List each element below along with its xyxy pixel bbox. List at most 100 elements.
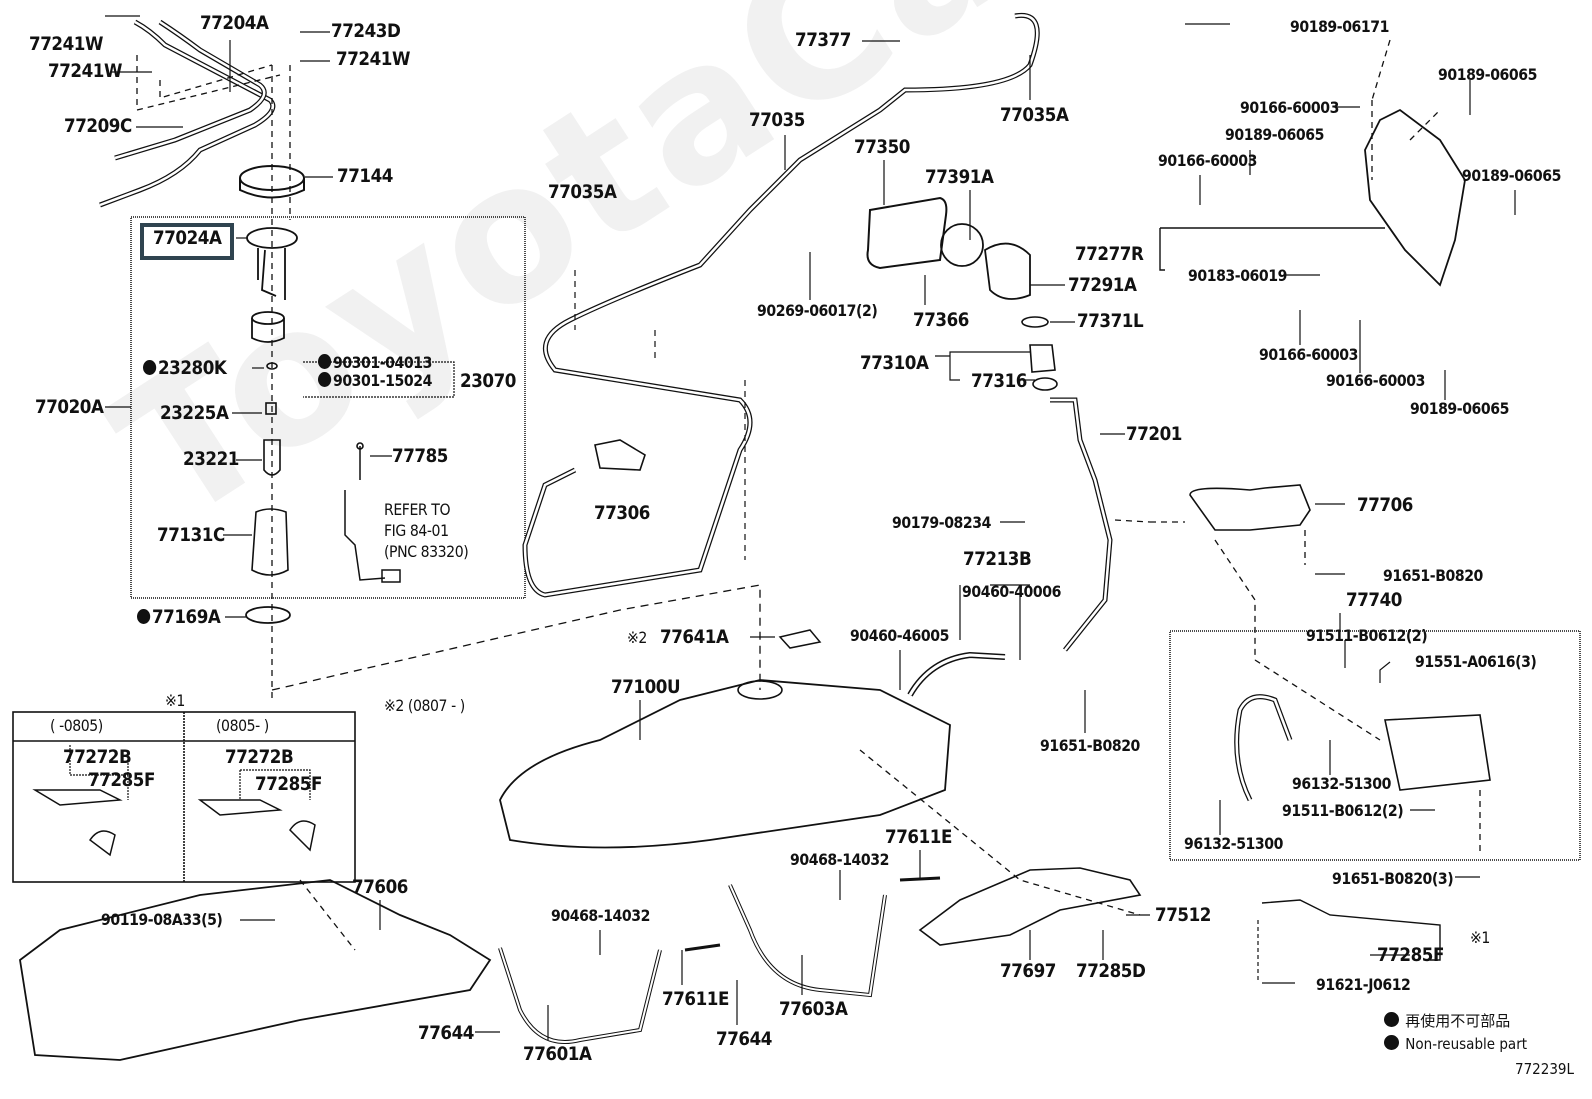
part-label[interactable]: 77241W xyxy=(48,60,122,82)
part-label[interactable]: 91511-B0612(2) xyxy=(1282,801,1404,820)
part-label[interactable]: 77291A xyxy=(1068,274,1137,296)
part-label[interactable]: 77020A xyxy=(35,396,104,418)
legend-en: Non-reusable part xyxy=(1384,1035,1527,1053)
part-label[interactable]: 77785 xyxy=(392,445,448,467)
note-2-marker: ※2 xyxy=(627,628,647,647)
part-label[interactable]: 91511-B0612(2) xyxy=(1306,626,1428,645)
part-label[interactable]: 90460-46005 xyxy=(850,626,949,645)
part-label[interactable]: 96132-51300 xyxy=(1184,834,1283,853)
part-label[interactable]: 77377 xyxy=(795,29,851,51)
non-reusable-dot-icon xyxy=(1384,1012,1399,1027)
part-label[interactable]: 96132-51300 xyxy=(1292,774,1391,793)
part-label[interactable]: 77740 xyxy=(1346,589,1402,611)
part-label[interactable]: 77144 xyxy=(337,165,393,187)
part-label[interactable]: 77316 xyxy=(971,370,1027,392)
part-label[interactable]: 77100U xyxy=(611,676,681,698)
part-label[interactable]: 90468-14032 xyxy=(551,906,650,925)
part-label[interactable]: 77285D xyxy=(1076,960,1146,982)
part-label[interactable]: 77272B xyxy=(63,746,132,768)
part-label[interactable]: 77035A xyxy=(1000,104,1069,126)
part-label[interactable]: 77512 xyxy=(1155,904,1211,926)
part-label[interactable]: 90468-14032 xyxy=(790,850,889,869)
part-label[interactable]: 77272B xyxy=(225,746,294,768)
part-label[interactable]: 90189-06171 xyxy=(1290,17,1389,36)
non-reusable-dot-icon xyxy=(318,372,332,387)
part-label[interactable]: 77035A xyxy=(548,181,617,203)
part-label[interactable]: 77277R xyxy=(1075,243,1144,265)
part-label[interactable]: 90179-08234 xyxy=(892,513,991,532)
part-label[interactable]: 77366 xyxy=(913,309,969,331)
part-label[interactable]: 77131C xyxy=(157,524,225,546)
part-label[interactable]: 90183-06019 xyxy=(1188,266,1287,285)
part-label[interactable]: 23225A xyxy=(160,402,229,424)
part-label[interactable]: 77706 xyxy=(1357,494,1413,516)
part-label[interactable]: 91621-J0612 xyxy=(1316,975,1411,994)
pump-assembly-box xyxy=(130,216,526,599)
part-label[interactable]: 77310A xyxy=(860,352,929,374)
legend-jp: 再使用不可部品 xyxy=(1384,1010,1510,1031)
refer-note-line[interactable]: FIG 84-01 xyxy=(384,521,449,540)
part-label[interactable]: 77611E xyxy=(885,826,952,848)
part-label[interactable]: 77611E xyxy=(662,988,729,1010)
part-label[interactable]: 90460-40006 xyxy=(962,582,1061,601)
part-label[interactable]: 90166-60003 xyxy=(1326,371,1425,390)
part-label[interactable]: 90166-60003 xyxy=(1158,151,1257,170)
inset-marker: ※1 xyxy=(165,691,185,710)
non-reusable-dot-icon xyxy=(1384,1035,1399,1050)
part-label[interactable]: 91651-B0820 xyxy=(1383,566,1483,585)
part-label[interactable]: 77601A xyxy=(523,1043,592,1065)
part-label[interactable]: 90189-06065 xyxy=(1438,65,1537,84)
part-label[interactable]: 77204A xyxy=(200,12,269,34)
part-label[interactable]: 77644 xyxy=(418,1022,474,1044)
part-label[interactable]: 77241W xyxy=(29,33,103,55)
non-reusable-dot-icon xyxy=(318,354,332,369)
part-label[interactable]: 77644 xyxy=(716,1028,772,1050)
part-label[interactable]: 77243D xyxy=(331,20,401,42)
part-label[interactable]: 23221 xyxy=(183,448,239,470)
highlight-box-77024A xyxy=(140,223,234,260)
part-label[interactable]: 91551-A0616(3) xyxy=(1415,652,1537,671)
part-label[interactable]: 90301-04013 xyxy=(318,354,432,371)
part-label[interactable]: 77306 xyxy=(594,502,650,524)
part-label[interactable]: 90119-08A33(5) xyxy=(101,910,223,929)
part-label[interactable]: 77209C xyxy=(64,115,132,137)
part-label[interactable]: 77285F xyxy=(88,769,155,791)
part-label[interactable]: 77606 xyxy=(352,876,408,898)
part-label[interactable]: 77350 xyxy=(854,136,910,158)
part-label[interactable]: 77201 xyxy=(1126,423,1182,445)
part-label[interactable]: 77285F xyxy=(1377,944,1444,966)
non-reusable-dot-icon xyxy=(137,609,151,624)
note-2: ※2 (0807 - ) xyxy=(384,696,465,715)
part-label[interactable]: 90189-06065 xyxy=(1462,166,1561,185)
part-label[interactable]: 90189-06065 xyxy=(1225,125,1324,144)
part-label[interactable]: 90301-15024 xyxy=(318,372,432,389)
refer-note-line: (PNC 83320) xyxy=(384,542,469,561)
part-label[interactable]: 77371L xyxy=(1077,310,1144,332)
part-label[interactable]: 90189-06065 xyxy=(1410,399,1509,418)
ref-marker: ※1 xyxy=(1470,928,1490,947)
part-label[interactable]: 90269-06017(2) xyxy=(757,301,878,320)
part-label[interactable]: 77697 xyxy=(1000,960,1056,982)
part-label[interactable]: 91651-B0820(3) xyxy=(1332,869,1454,888)
non-reusable-dot-icon xyxy=(143,360,157,375)
inset-column-header: (0805- ) xyxy=(216,716,269,735)
inset-column-header: ( -0805) xyxy=(50,716,103,735)
part-label-highlighted[interactable]: 77024A xyxy=(153,227,222,249)
part-label[interactable]: 77603A xyxy=(779,998,848,1020)
part-label[interactable]: 77035 xyxy=(749,109,805,131)
part-label[interactable]: 23280K xyxy=(143,359,227,378)
part-label[interactable]: 91651-B0820 xyxy=(1040,736,1140,755)
part-label[interactable]: 77169A xyxy=(137,608,221,627)
canister-box xyxy=(1169,630,1581,861)
part-label[interactable]: 77241W xyxy=(336,48,410,70)
part-label[interactable]: 77285F xyxy=(255,773,322,795)
part-label[interactable]: 90166-60003 xyxy=(1240,98,1339,117)
part-label[interactable]: 77213B xyxy=(963,548,1032,570)
refer-note-line: REFER TO xyxy=(384,500,451,519)
part-label[interactable]: 77391A xyxy=(925,166,994,188)
part-label[interactable]: 23070 xyxy=(460,370,516,392)
part-label[interactable]: 90166-60003 xyxy=(1259,345,1358,364)
part-label[interactable]: 77641A xyxy=(660,626,729,648)
